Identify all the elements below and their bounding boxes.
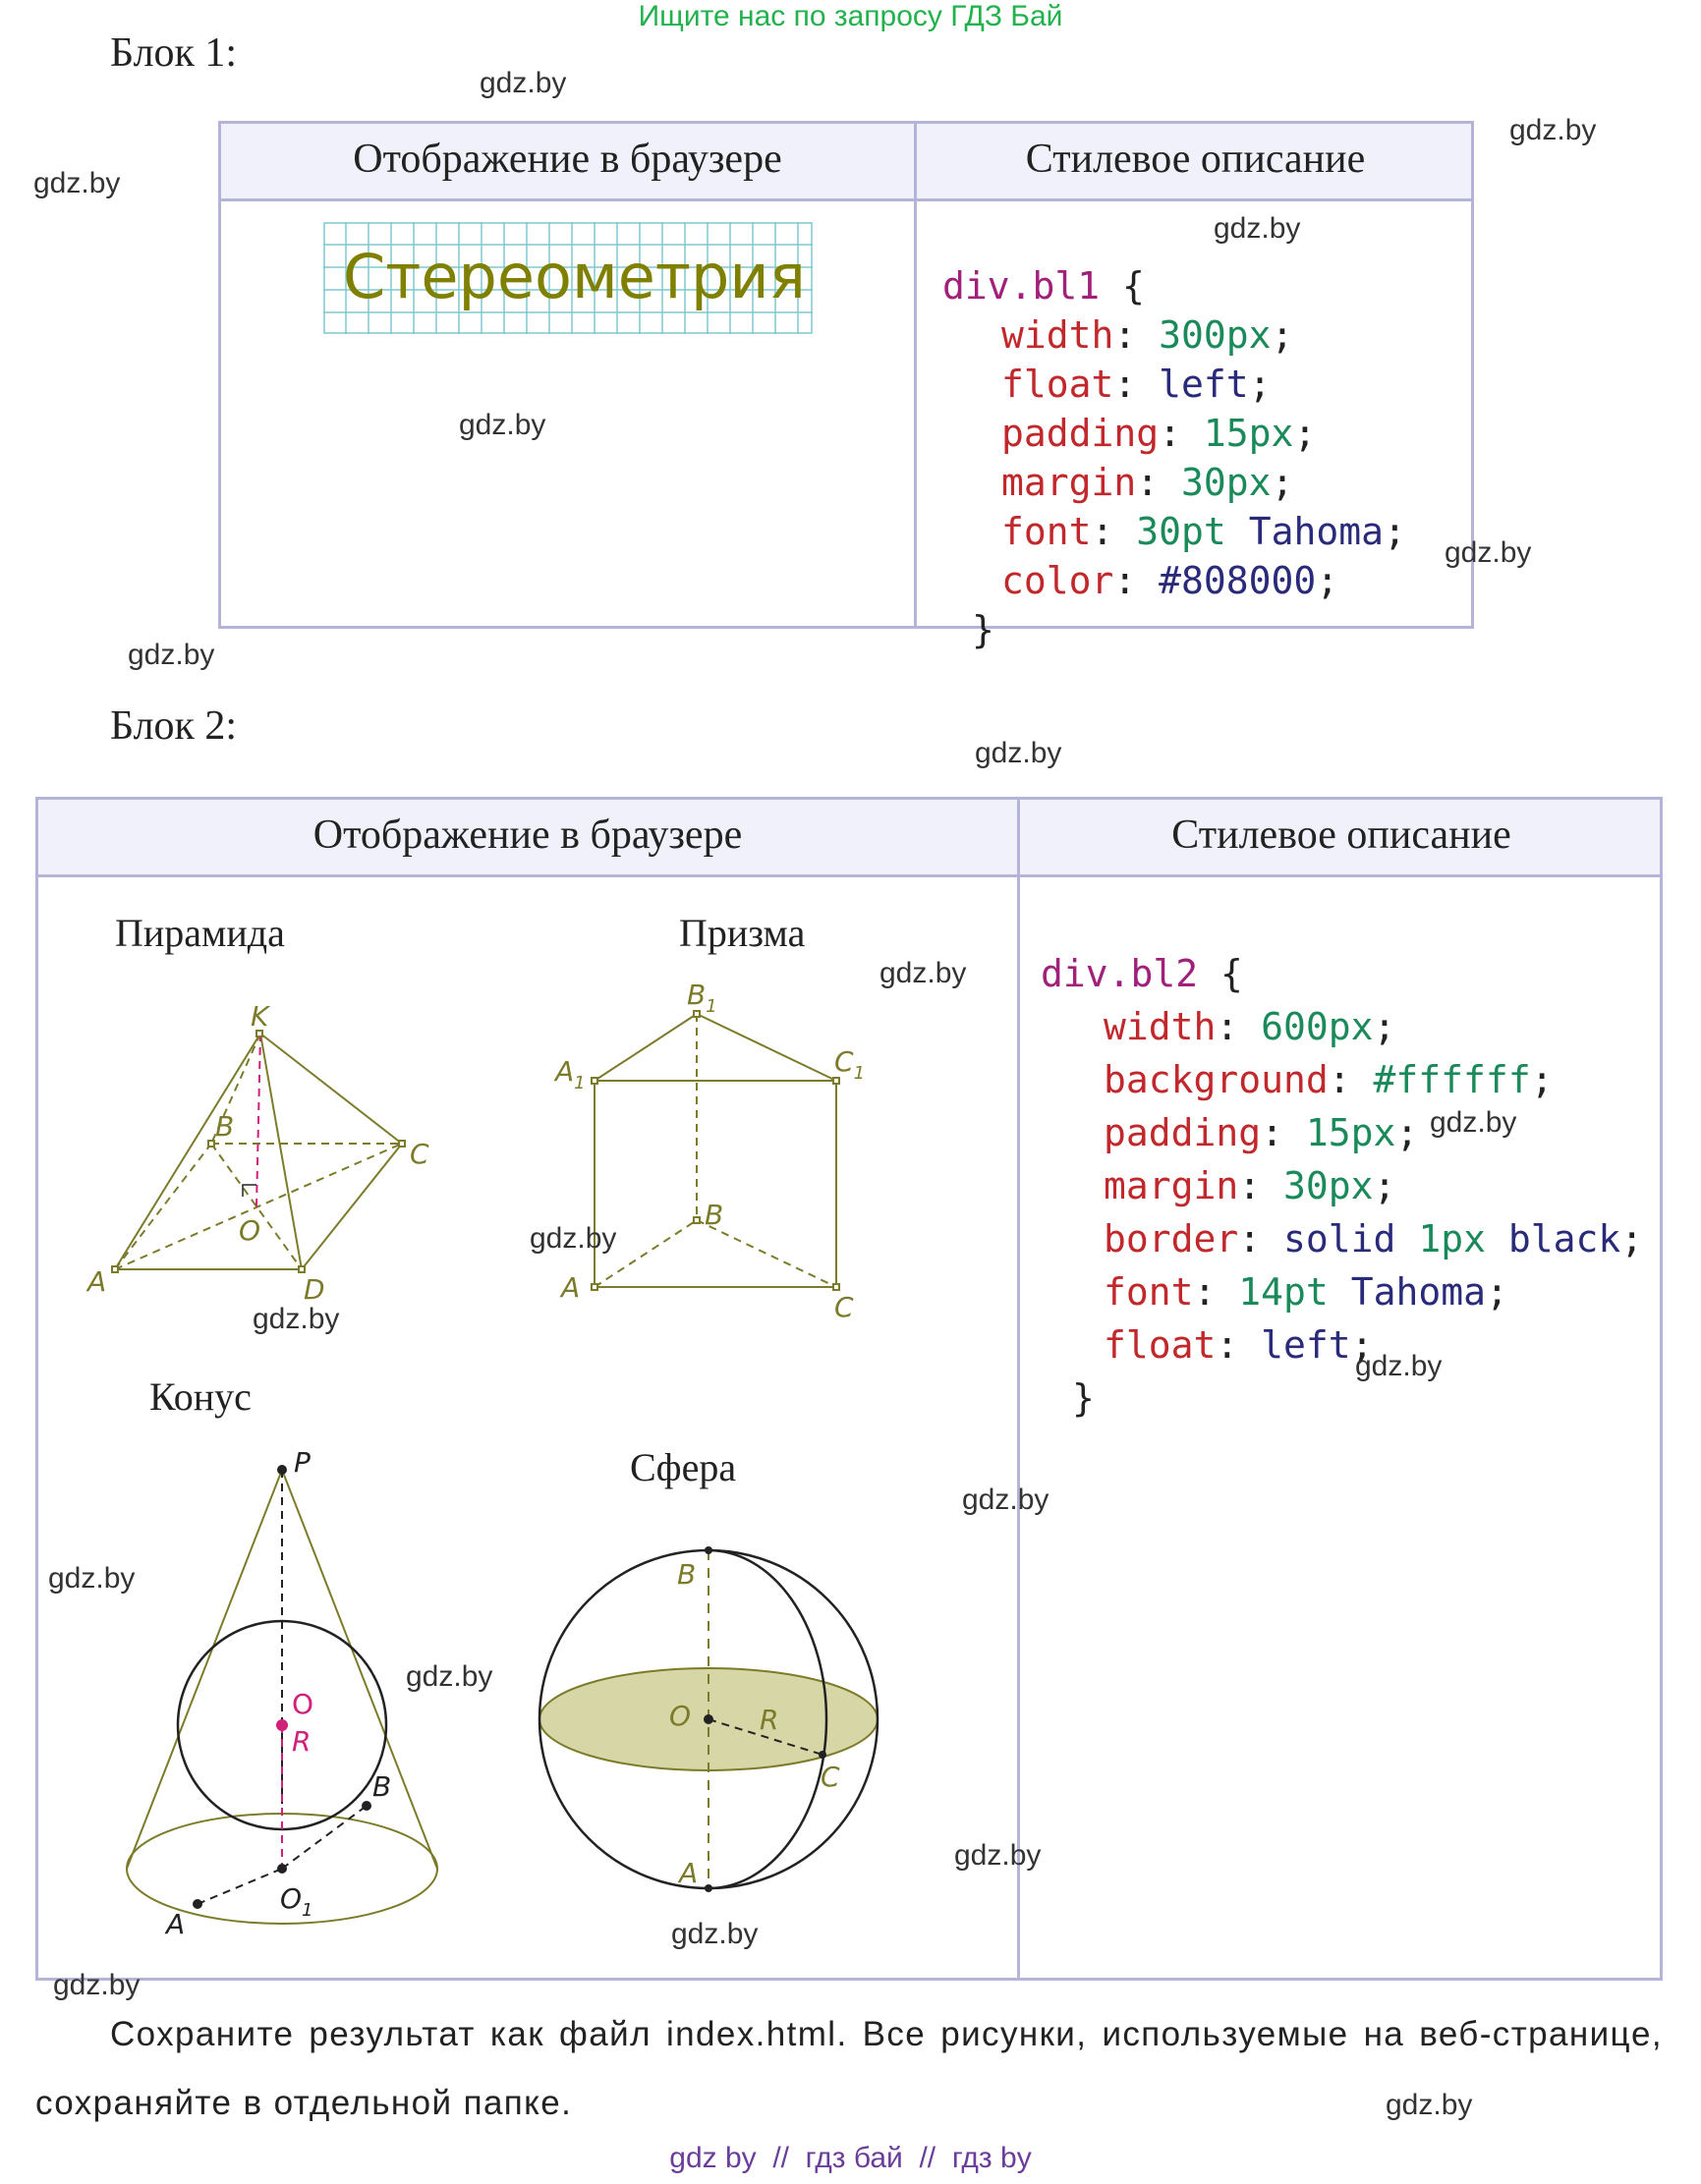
code-prop-line: background: #ffffff; [1104,1058,1554,1101]
code-prop-line: margin: 30px; [1001,461,1294,504]
prism-label-b: B [705,1199,723,1231]
watermark: gdz.by [1430,1106,1517,1139]
block2-code: div.bl2 { width: 600px; background: #fffff… [1041,894,1643,1531]
watermark: gdz.by [671,1918,759,1950]
pyramid-label-d: D [304,1273,325,1306]
block1-header-row [221,124,1471,201]
sphere-figure [538,1546,879,1892]
pyramid-label-b: B [215,1110,234,1143]
cone-title: Конус [149,1374,252,1419]
code-prop-line: float: left; [1104,1323,1374,1367]
block2-header-right: Стилевое описание [1171,812,1511,858]
sphere-label-a: A [677,1857,698,1889]
pyramid-label-a: A [85,1265,106,1298]
cone-label-r: R [292,1725,311,1758]
pyramid-label-c: C [410,1138,429,1170]
watermark: gdz.by [1355,1350,1443,1382]
figures-canvas: K B C O A D [85,979,879,1940]
watermark: gdz.by [128,639,215,671]
watermark: gdz.by [1386,2089,1473,2121]
block2-column-divider [1017,800,1020,1978]
cone-label-a: A [164,1908,185,1940]
code-prop-line: margin: 30px; [1104,1164,1396,1207]
watermark: gdz.by [1445,536,1532,569]
preview-text: Стереометрия [343,241,806,312]
watermark: gdz.by [962,1484,1049,1516]
block2-table: Отображение в браузере Стилевое описание… [35,797,1663,1981]
prism-label-b1: B1 [687,979,717,1017]
watermark: gdz.by [53,1969,141,2001]
block1-column-divider [914,124,917,626]
watermark: gdz.by [406,1660,493,1693]
watermark: gdz.by [1214,212,1301,245]
prism-figure [591,1010,840,1291]
sphere-label-r: R [760,1704,778,1736]
bottom-paragraph: Сохраните результат как файл index.html.… [35,2015,1663,2122]
sphere-label-b: B [677,1558,696,1591]
code-prop-line: border: solid 1px black; [1104,1217,1644,1260]
prism-label-a1: A1 [553,1055,586,1093]
prism-label-c: C [834,1291,854,1323]
code-prop-line: font: 14pt Tahoma; [1104,1270,1508,1314]
prism-title: Призма [679,911,806,955]
block1-title: Блок 1: [110,30,238,76]
cone-label-b: B [372,1770,391,1803]
code-prop-line: color: #808000; [1001,559,1339,602]
code-prop-line: float: left; [1001,363,1272,406]
watermark: gdz.by [879,957,967,989]
block1-preview: Стереометрия [323,222,813,334]
pyramid-figure [111,1030,406,1273]
block1-header-right: Стилевое описание [1025,137,1366,182]
watermark: gdz.by [954,1839,1042,1872]
sphere-label-o: O [669,1700,691,1732]
pyramid-label-o: O [239,1214,260,1247]
pyramid-title: Пирамида [115,911,285,955]
sphere-title: Сфера [630,1445,737,1489]
watermark: gdz.by [975,737,1062,769]
sphere-label-c: C [821,1761,840,1793]
cone-label-p: P [294,1446,311,1479]
watermark: gdz.by [459,409,546,441]
code-close-line: } [1072,1376,1095,1420]
block1-header-left: Отображение в браузере [353,137,782,182]
block2-header-left: Отображение в браузере [312,812,743,858]
cone-label-o: O [292,1688,313,1720]
code-selector-line: div.bl2 { [1041,952,1243,995]
footer-links: gdz by // гдз бай // гдз by [669,2142,1032,2174]
grid-background [323,222,813,334]
code-prop-line: width: 600px; [1104,1005,1396,1048]
pyramid-label-k: K [251,1000,271,1033]
watermark: gdz.by [33,167,121,199]
watermark: gdz.by [1509,114,1597,146]
cone-figure [126,1465,438,1925]
code-close-line: } [972,608,994,651]
block2-header-row [38,800,1660,877]
code-prop-line: width: 300px; [1001,313,1294,357]
code-selector-line: div.bl1 { [942,264,1145,308]
block1-table: Отображение в браузере Стилевое описание [218,121,1531,651]
watermark: gdz.by [48,1562,136,1595]
top-banner: Ищите нас по запросу ГДЗ Бай [638,0,1063,32]
watermark: gdz.by [253,1303,340,1335]
cone-label-o1: O1 [280,1882,313,1921]
watermark: gdz.by [530,1222,617,1255]
block2-title: Блок 2: [110,703,238,749]
prism-label-a: A [559,1271,580,1304]
block1-code: div.bl1 { width: 300px; float: left; paddin… [942,212,1406,753]
code-prop-line: padding: 15px; [1001,412,1317,455]
watermark: gdz.by [480,67,567,99]
code-prop-line: font: 30pt Tahoma; [1001,510,1406,553]
code-prop-line: padding: 15px; [1104,1111,1419,1154]
